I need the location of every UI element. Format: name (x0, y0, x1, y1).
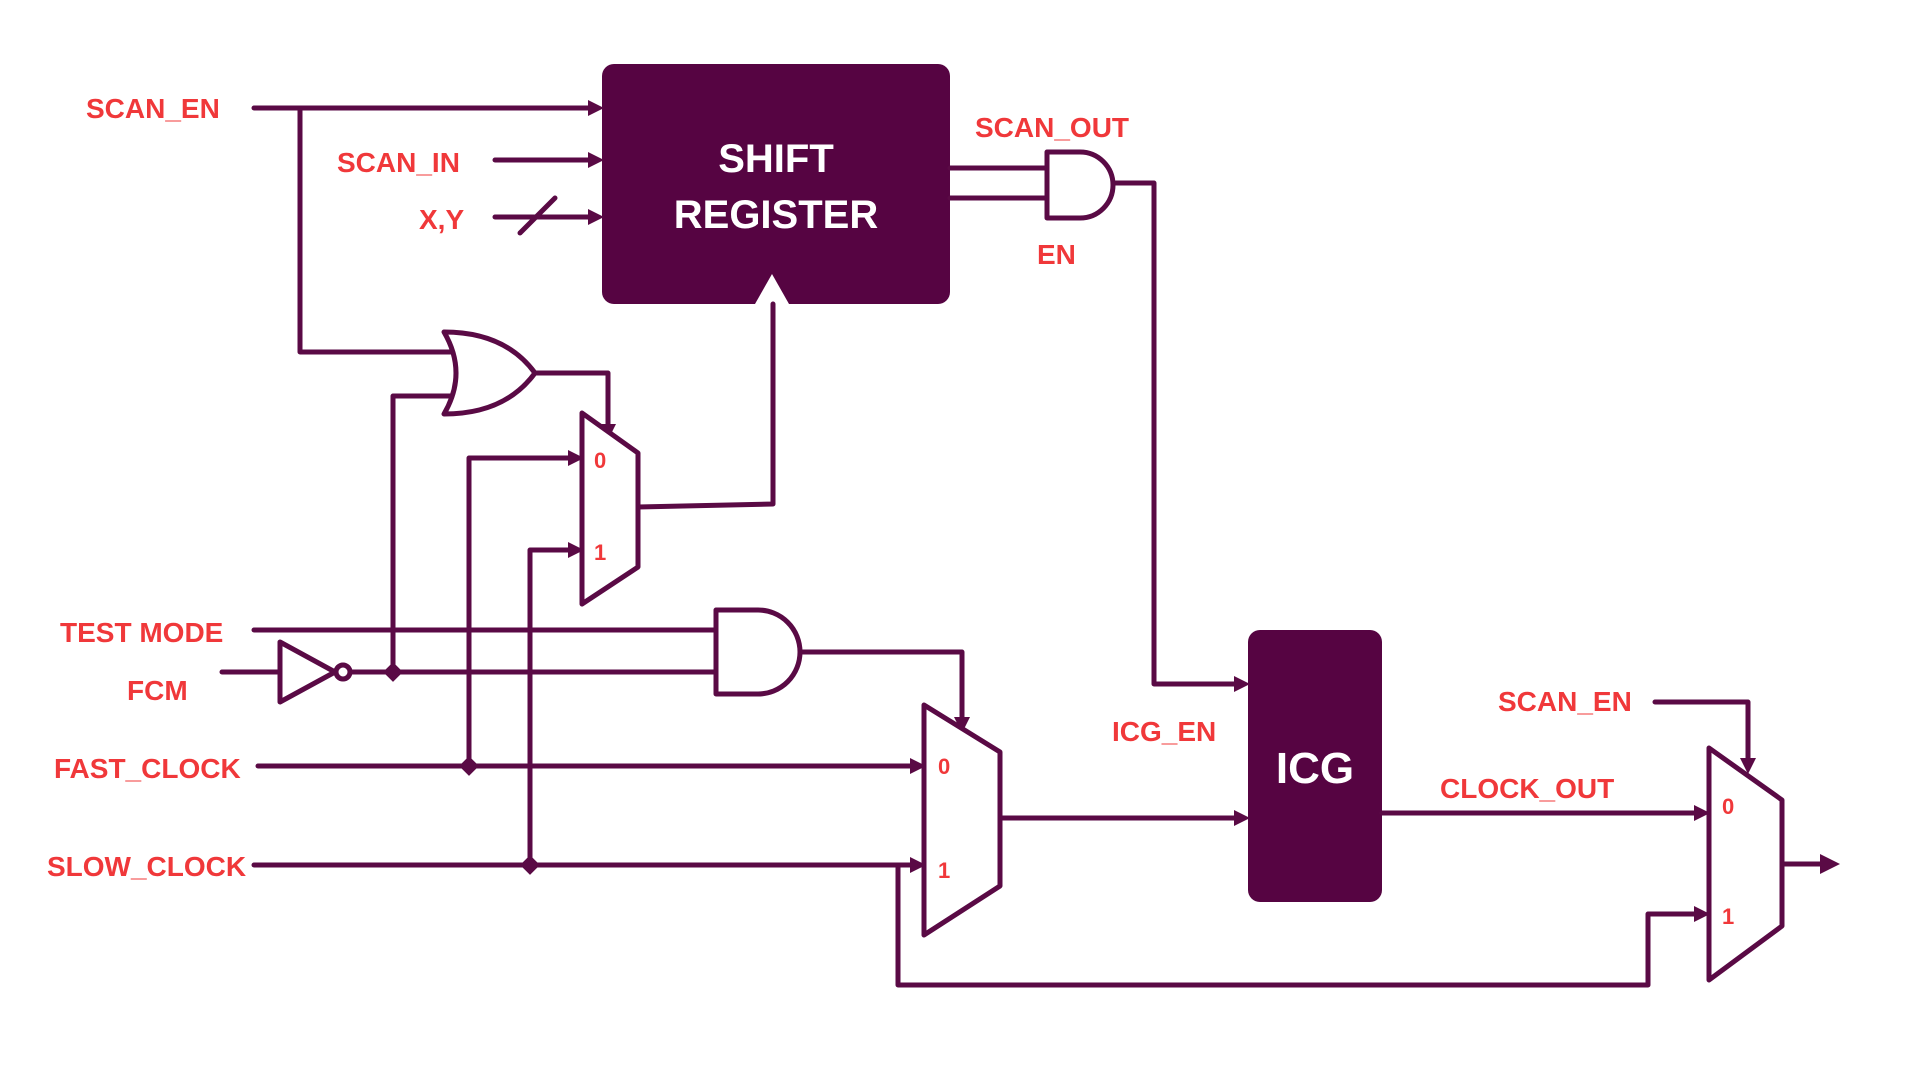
mux-2 (921, 702, 1003, 938)
icg-block: ICG (1248, 630, 1382, 902)
signal-test-mode: TEST MODE (60, 617, 223, 648)
mux3-input-1-label: 1 (1722, 904, 1734, 929)
signal-xy: X,Y (419, 204, 464, 235)
and-gate-scan-out (1044, 149, 1116, 221)
shift-register-label-line2: REGISTER (674, 193, 879, 237)
signal-fcm: FCM (127, 675, 188, 706)
icg-label: ICG (1276, 744, 1354, 793)
mux2-input-0-label: 0 (938, 754, 950, 779)
signal-scan-en-right: SCAN_EN (1498, 686, 1632, 717)
inverter-fcm (277, 639, 353, 705)
signal-scan-en: SCAN_EN (86, 93, 220, 124)
signal-clock-out: CLOCK_OUT (1440, 773, 1614, 804)
mux1-input-1-label: 1 (594, 540, 606, 565)
mux2-input-1-label: 1 (938, 858, 950, 883)
signal-slow-clock: SLOW_CLOCK (47, 851, 246, 882)
shift-register-label-line1: SHIFT (718, 137, 834, 181)
signal-icg-en: ICG_EN (1112, 716, 1216, 747)
shift-register-block: SHIFT REGISTER (602, 64, 950, 304)
signal-scan-in: SCAN_IN (337, 147, 460, 178)
mux-3 (1706, 745, 1785, 983)
signal-fast-clock: FAST_CLOCK (54, 753, 241, 784)
junction-dots (383, 662, 540, 875)
mux-1 (579, 410, 641, 607)
wires (219, 105, 1823, 988)
mux3-input-0-label: 0 (1722, 794, 1734, 819)
signal-scan-out: SCAN_OUT (975, 112, 1129, 143)
signal-en: EN (1037, 239, 1076, 270)
or-gate (441, 329, 538, 417)
and-gate-test-mode (713, 607, 803, 697)
mux1-input-0-label: 0 (594, 448, 606, 473)
